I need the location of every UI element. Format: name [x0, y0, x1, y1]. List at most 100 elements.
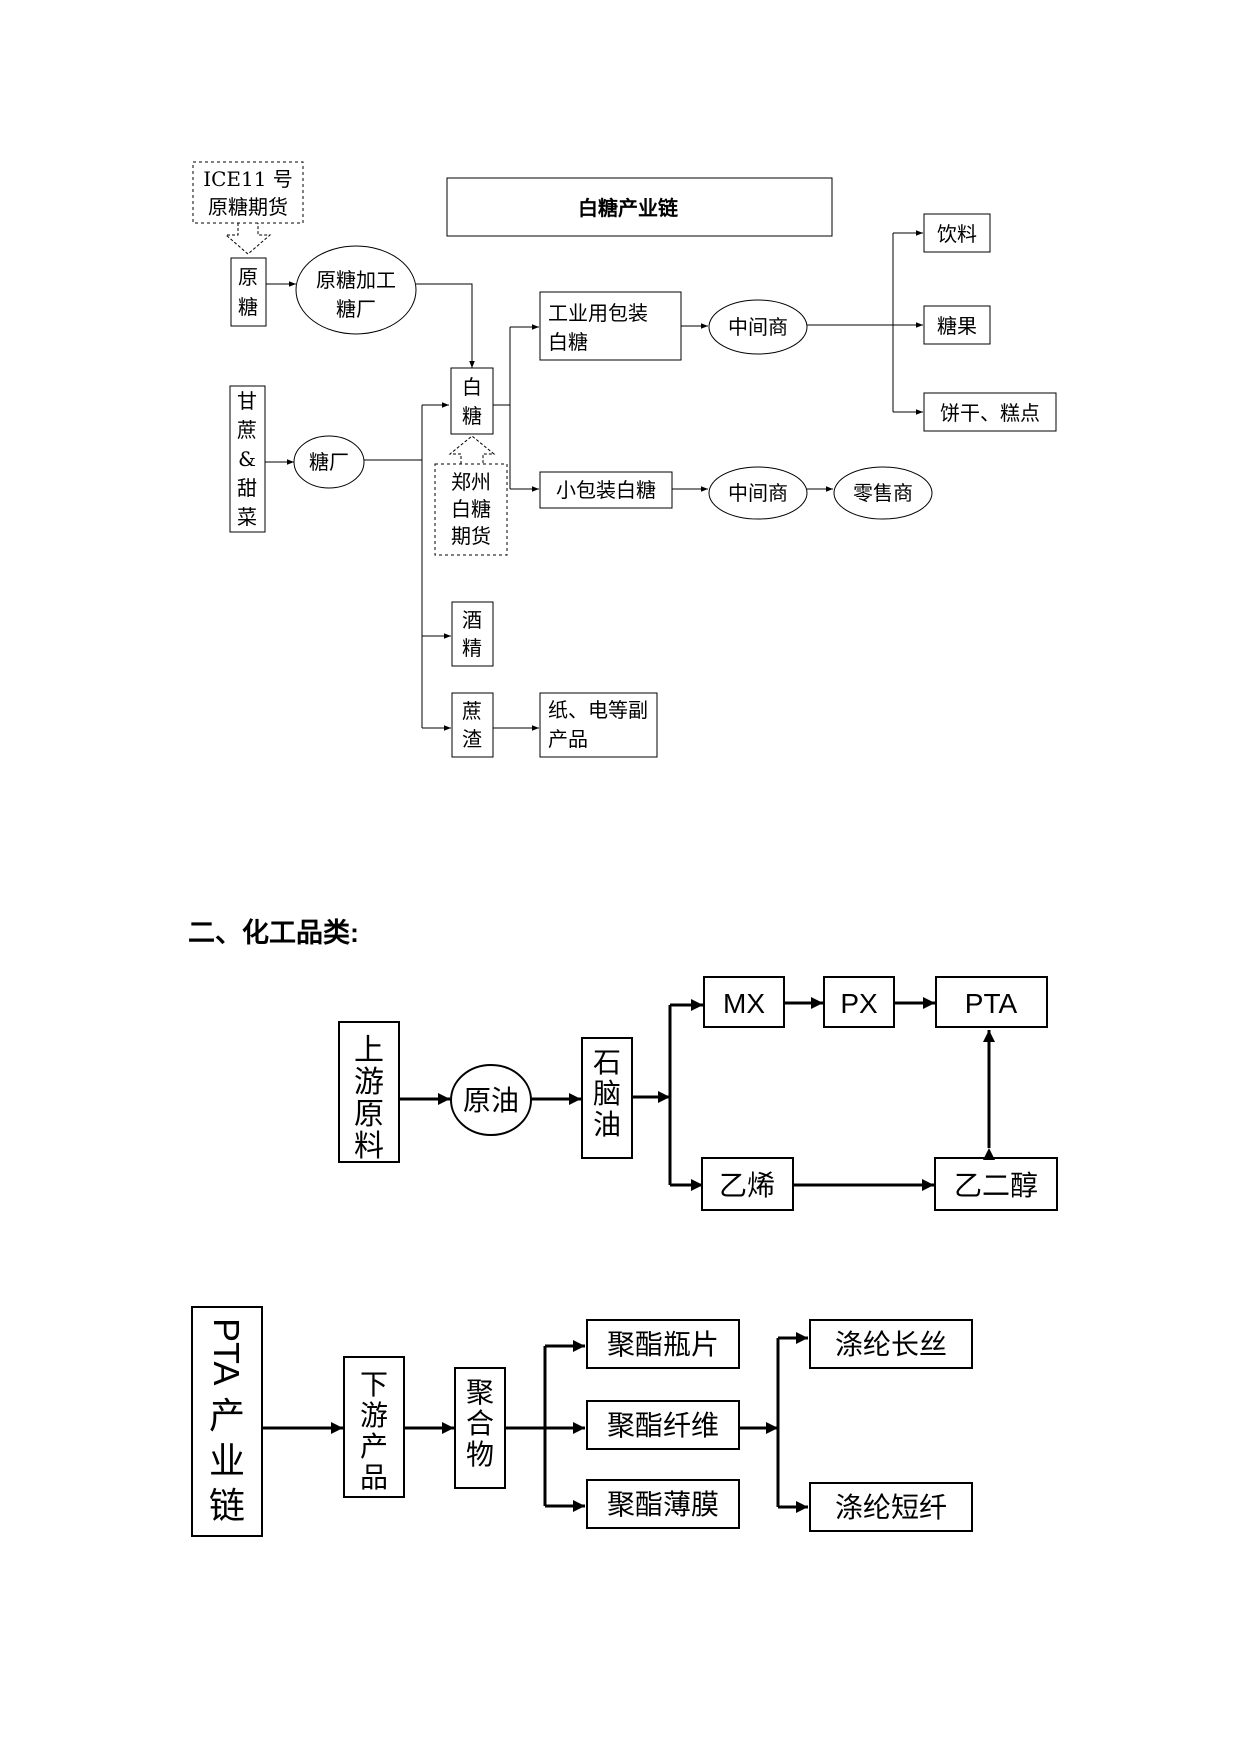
pta-chain-diagram: [191, 1306, 973, 1537]
drinks-label: 饮料: [937, 222, 977, 246]
biscuits-box: [923, 392, 1057, 432]
cane-beet-label-4: 甜: [237, 476, 257, 500]
filament-box: [809, 1319, 973, 1369]
bagasse-box: [451, 692, 494, 758]
glycol-box: [934, 1157, 1058, 1211]
film-box: [586, 1479, 740, 1529]
film-label: 聚酯薄膜: [607, 1488, 719, 1521]
fiber-label: 聚酯纤维: [607, 1409, 719, 1442]
cane-beet-label-2: 蔗: [237, 418, 257, 442]
industrial-label-2: 白糖: [548, 330, 588, 354]
upstream-label-1: 上: [354, 1033, 384, 1068]
zhengzhou-hollow-arrow: [448, 435, 496, 464]
middleman-b-label: 中间商: [728, 481, 788, 505]
candy-box: [923, 305, 991, 345]
ice-label-line1: ICE11 号: [203, 167, 293, 191]
ice-label-line2: 原糖期货: [208, 195, 288, 219]
cane-beet-label-1: 甘: [237, 389, 257, 413]
naphtha-label-2: 脑: [593, 1077, 621, 1110]
staple-box: [809, 1482, 973, 1532]
chem-section-heading: 二、化工品类:: [188, 918, 359, 948]
refinery-label-2: 糖厂: [336, 297, 376, 321]
raw-sugar-box: [230, 257, 267, 327]
middleman-a-ellipse: [708, 299, 808, 355]
mx-label: MX: [723, 988, 765, 1019]
downstream-label-1: 下: [360, 1368, 388, 1401]
px-label: PX: [840, 988, 878, 1019]
small-pack-box: [539, 471, 673, 509]
sugar-chain-diagram: [192, 161, 1057, 758]
bagasse-label-2: 渣: [462, 727, 482, 751]
zhengzhou-label-1: 郑州: [451, 470, 491, 494]
chem-chain-labels: 上 游 原 料 原油 石 脑 油 MX PX PTA 乙烯 乙二醇: [354, 988, 1038, 1202]
bagasse-label-1: 蔗: [462, 699, 482, 723]
sugar-chain-labels: 白糖产业链 ICE11 号 原糖期货 原 糖 原糖加工 糖厂 甘 蔗 & 甜 菜…: [203, 167, 1040, 751]
drinks-box: [923, 213, 991, 253]
downstream-label-4: 品: [360, 1461, 388, 1494]
naphtha-label-3: 油: [593, 1108, 621, 1141]
pta-chain-label-pta: PTA: [206, 1318, 247, 1385]
bottle-label: 聚酯瓶片: [607, 1328, 719, 1361]
cane-beet-label-5: 菜: [237, 505, 257, 529]
sugar-mill-ellipse: [293, 435, 365, 489]
refinery-ellipse: [295, 245, 417, 335]
glycol-label: 乙二醇: [954, 1169, 1038, 1202]
white-sugar-label-2: 糖: [462, 404, 482, 428]
raw-sugar-label-2: 糖: [238, 295, 258, 319]
downstream-label-2: 游: [360, 1399, 388, 1432]
retailer-ellipse: [833, 466, 933, 520]
upstream-label-2: 游: [354, 1065, 384, 1100]
cane-beet-box: [229, 385, 266, 533]
retailer-label: 零售商: [853, 481, 913, 505]
alcohol-label-2: 精: [462, 636, 482, 660]
filament-label: 涤纶长丝: [835, 1328, 947, 1361]
pta-box: [935, 976, 1048, 1028]
pta-chain-labels: PTA 产 业 链 下 游 产 品 聚 合 物 聚酯瓶片 聚酯纤维 聚酯薄膜 涤…: [206, 1318, 947, 1527]
polymer-label-1: 聚: [466, 1376, 494, 1409]
pta-chain-box: [191, 1306, 263, 1537]
cane-beet-label-3: &: [238, 447, 256, 471]
byproducts-label-2: 产品: [548, 727, 588, 751]
upstream-box: [338, 1021, 400, 1163]
industrial-label-1: 工业用包装: [548, 301, 648, 325]
bottle-box: [586, 1319, 740, 1369]
polymer-label-3: 物: [466, 1438, 494, 1471]
chem-chain-diagram: [338, 976, 1058, 1211]
sugar-title: 白糖产业链: [578, 196, 679, 220]
zhengzhou-futures-box: [434, 463, 508, 556]
sugar-mill-label: 糖厂: [309, 450, 349, 474]
pta-chain-label-2: 业: [209, 1441, 245, 1482]
polymer-label-2: 合: [466, 1407, 494, 1440]
naphtha-label-1: 石: [593, 1046, 621, 1079]
upstream-label-4: 料: [354, 1129, 384, 1164]
raw-sugar-label-1: 原: [238, 265, 258, 289]
biscuits-label: 饼干、糕点: [940, 401, 1040, 425]
byproducts-box: [539, 692, 658, 758]
zhengzhou-label-3: 期货: [451, 524, 491, 548]
white-sugar-label-1: 白: [462, 375, 482, 399]
middleman-b-ellipse: [708, 466, 808, 520]
alcohol-box: [451, 601, 494, 667]
refinery-label-1: 原糖加工: [316, 268, 396, 292]
white-sugar-box: [450, 367, 494, 435]
ice-hollow-arrow: [224, 223, 272, 255]
ethylene-label: 乙烯: [719, 1169, 775, 1202]
arrow-refinery-to-white-sugar: [416, 283, 475, 368]
sugar-title-box: [446, 177, 833, 237]
alcohol-label-1: 酒: [462, 608, 482, 632]
small-pack-label: 小包装白糖: [556, 478, 656, 502]
fiber-box: [586, 1400, 740, 1450]
crude-label: 原油: [463, 1084, 519, 1117]
candy-label: 糖果: [937, 314, 977, 338]
downstream-label-3: 产: [360, 1430, 388, 1463]
pta-label: PTA: [965, 988, 1018, 1019]
pta-chain-label-1: 产: [209, 1396, 245, 1437]
upstream-label-3: 原: [354, 1097, 384, 1132]
staple-label: 涤纶短纤: [835, 1491, 947, 1524]
pta-chain-label-3: 链: [209, 1486, 245, 1527]
zhengzhou-label-2: 白糖: [451, 497, 491, 521]
ice-futures-box: [192, 161, 304, 224]
byproducts-label-1: 纸、电等副: [548, 698, 648, 722]
middleman-a-label: 中间商: [728, 315, 788, 339]
